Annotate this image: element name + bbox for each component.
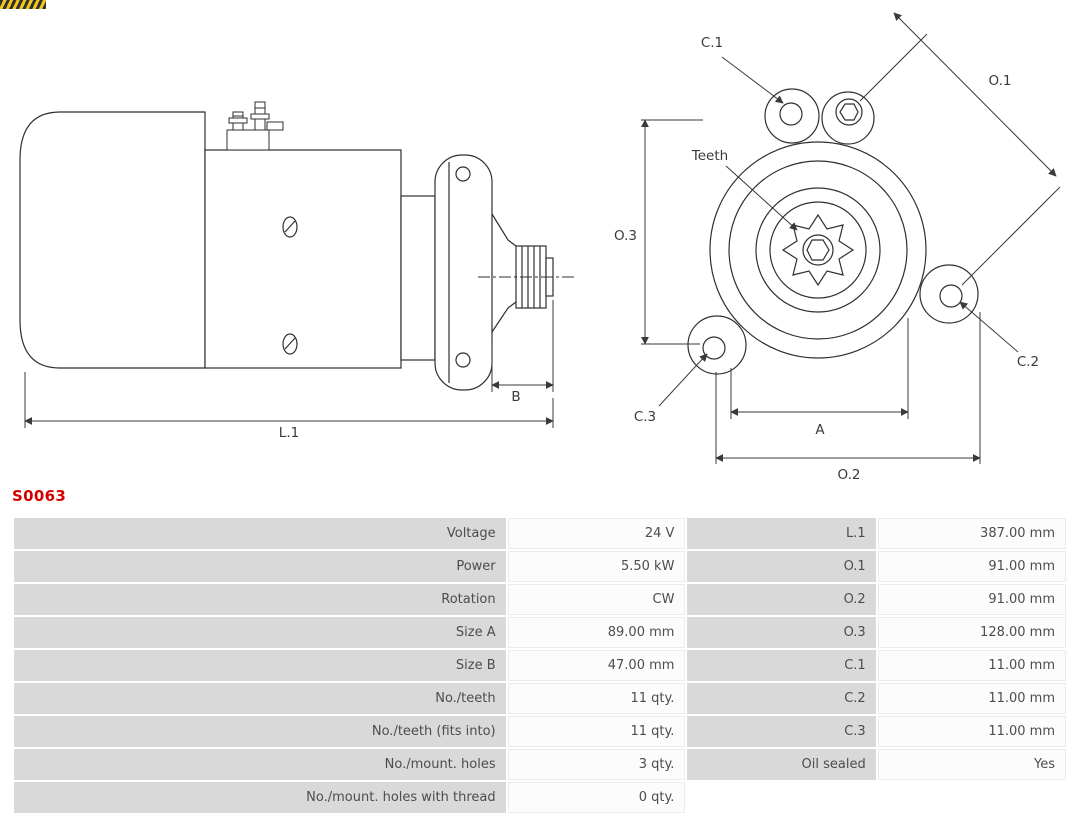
starter-front-view: [687, 88, 979, 375]
shaft-nut: [806, 239, 830, 261]
spec-cell-label2: C.1: [687, 650, 876, 681]
spec-cell-label2: C.3: [687, 716, 876, 747]
technical-drawing: B L.1: [19, 12, 1061, 483]
starter-side-view: [19, 101, 554, 391]
spec-cell-label1: No./teeth: [14, 683, 506, 714]
spec-cell-label2: Oil sealed: [687, 749, 876, 780]
spec-cell-value1: 24 V: [507, 518, 686, 549]
spec-cell-label1: Voltage: [14, 518, 506, 549]
leader-c3: [658, 353, 708, 407]
mount-hole-c3: [702, 336, 726, 360]
dim-label-a: A: [815, 422, 825, 438]
motor-body: [204, 149, 402, 369]
spec-cell-value2: 11.00 mm: [877, 716, 1066, 747]
spec-cell-value2: Yes: [877, 749, 1066, 780]
dim-label-l1: L.1: [279, 425, 299, 441]
spec-cell-label1: Size B: [14, 650, 506, 681]
mount-hole-c2: [939, 284, 963, 308]
flange-hole-bottom: [455, 352, 471, 368]
spec-cell-value2: [878, 782, 1066, 813]
dim-label-c2: C.2: [1017, 354, 1039, 370]
spec-cell-label2: C.2: [687, 683, 876, 714]
leader-c2: [959, 301, 1019, 353]
flange-hole-top: [455, 166, 471, 182]
spec-cell-label1: Power: [14, 551, 506, 582]
dim-label-o3: O.3: [614, 228, 637, 244]
product-code: S0063: [12, 487, 67, 505]
dim-label-o1: O.1: [989, 73, 1012, 89]
leader-c1: [721, 56, 784, 104]
spec-cell-label2: O.3: [687, 617, 876, 648]
dim-label-o2: O.2: [838, 467, 861, 483]
dim-label-c3: C.3: [634, 409, 656, 425]
spec-cell-value2: 91.00 mm: [877, 584, 1066, 615]
spec-cell-value1: 47.00 mm: [507, 650, 686, 681]
spec-cell-label1: No./teeth (fits into): [14, 716, 506, 747]
spec-cell-value2: 128.00 mm: [877, 617, 1066, 648]
spec-cell-value1: 0 qty.: [507, 782, 686, 813]
spec-cell-label2: [687, 782, 875, 813]
housing-screws: [282, 216, 298, 355]
terminal-studs: [226, 101, 284, 151]
top-right-nut: [839, 103, 859, 121]
spec-cell-label1: No./mount. holes: [14, 749, 506, 780]
spec-cell-label2: O.2: [687, 584, 876, 615]
dim-label-c1: C.1: [701, 35, 723, 51]
spec-cell-value2: 91.00 mm: [877, 551, 1066, 582]
spec-cell-value1: 5.50 kW: [507, 551, 686, 582]
leader-teeth: [725, 165, 798, 231]
bearing-step: [400, 195, 436, 361]
dim-line-o1: [893, 12, 1057, 177]
spec-cell-value1: CW: [507, 584, 686, 615]
spec-cell-value2: 11.00 mm: [877, 683, 1066, 714]
drive-cone-top: [491, 213, 517, 247]
dim-label-teeth: Teeth: [691, 148, 728, 164]
spec-cell-value1: 11 qty.: [507, 683, 686, 714]
spec-cell-value1: 11 qty.: [507, 716, 686, 747]
mount-hole-c1: [779, 102, 803, 126]
spec-cell-value2: 11.00 mm: [877, 650, 1066, 681]
rear-housing: [19, 111, 206, 369]
spec-cell-label1: No./mount. holes with thread: [14, 782, 506, 813]
spec-cell-label2: L.1: [687, 518, 876, 549]
dimensions-side-view: [24, 300, 554, 428]
aspl-logo-partial: [0, 0, 46, 9]
spec-cell-label1: Rotation: [14, 584, 506, 615]
dim-label-b: B: [511, 389, 520, 405]
spec-cell-label2: O.1: [687, 551, 876, 582]
drive-cone-bottom: [491, 301, 517, 333]
spec-cell-value1: 89.00 mm: [507, 617, 686, 648]
spec-cell-label1: Size A: [14, 617, 506, 648]
spec-cell-value2: 387.00 mm: [877, 518, 1066, 549]
dimensions-front-view: [641, 12, 1061, 464]
spec-cell-value1: 3 qty.: [507, 749, 686, 780]
